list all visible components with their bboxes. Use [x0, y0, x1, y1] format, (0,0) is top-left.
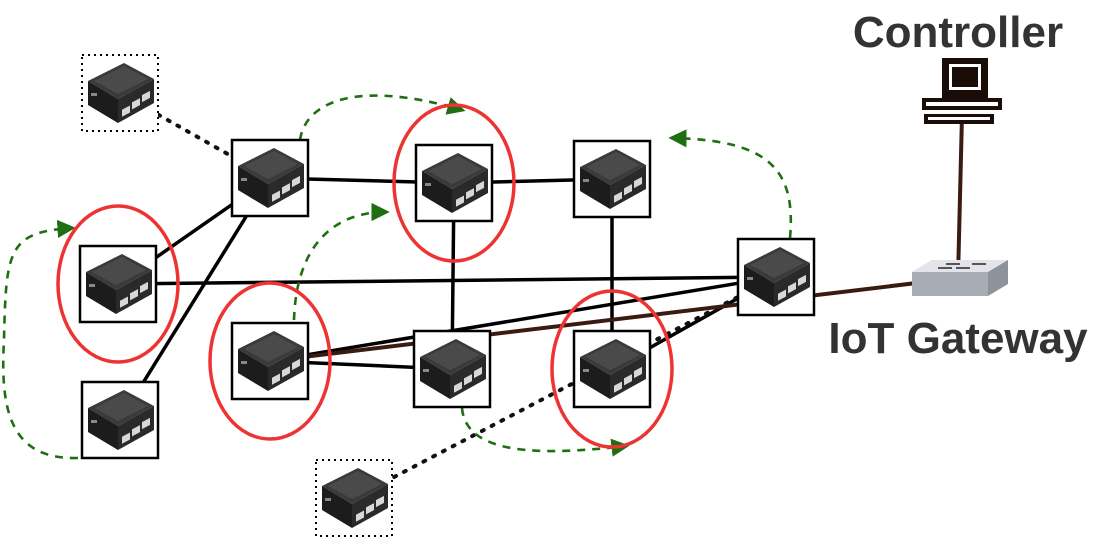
device-node-n8 [572, 329, 652, 409]
device-node-n2 [230, 138, 310, 218]
device-node-n9 [736, 237, 816, 317]
gateway-icon [912, 260, 1008, 296]
gateway-label: IoT Gateway [828, 314, 1088, 363]
controller-label: Controller [853, 8, 1063, 57]
device-node-n5 [414, 143, 494, 223]
network-link [269, 275, 777, 363]
flow-arrow [1, 219, 79, 460]
device-node-n6 [572, 139, 652, 219]
standby-link [352, 275, 778, 500]
cluster-ring [208, 281, 332, 441]
device-node-n7 [412, 329, 492, 409]
cluster-ring [56, 204, 180, 364]
device-node-n11 [315, 459, 393, 537]
cluster-ring [550, 289, 674, 449]
controller-icon [922, 58, 1002, 124]
network-link [117, 275, 777, 286]
flow-arrow [668, 129, 793, 239]
flow-arrow [292, 202, 390, 321]
flow-arrow [298, 94, 466, 141]
device-node-n1 [81, 54, 159, 132]
flow-arrow [460, 407, 630, 457]
device-node-n10 [230, 321, 310, 401]
cluster-ring [392, 103, 516, 263]
uplink [956, 114, 964, 279]
network-link [118, 177, 272, 421]
uplink [269, 276, 959, 363]
device-node-n4 [80, 380, 160, 460]
device-node-n3 [78, 244, 158, 324]
